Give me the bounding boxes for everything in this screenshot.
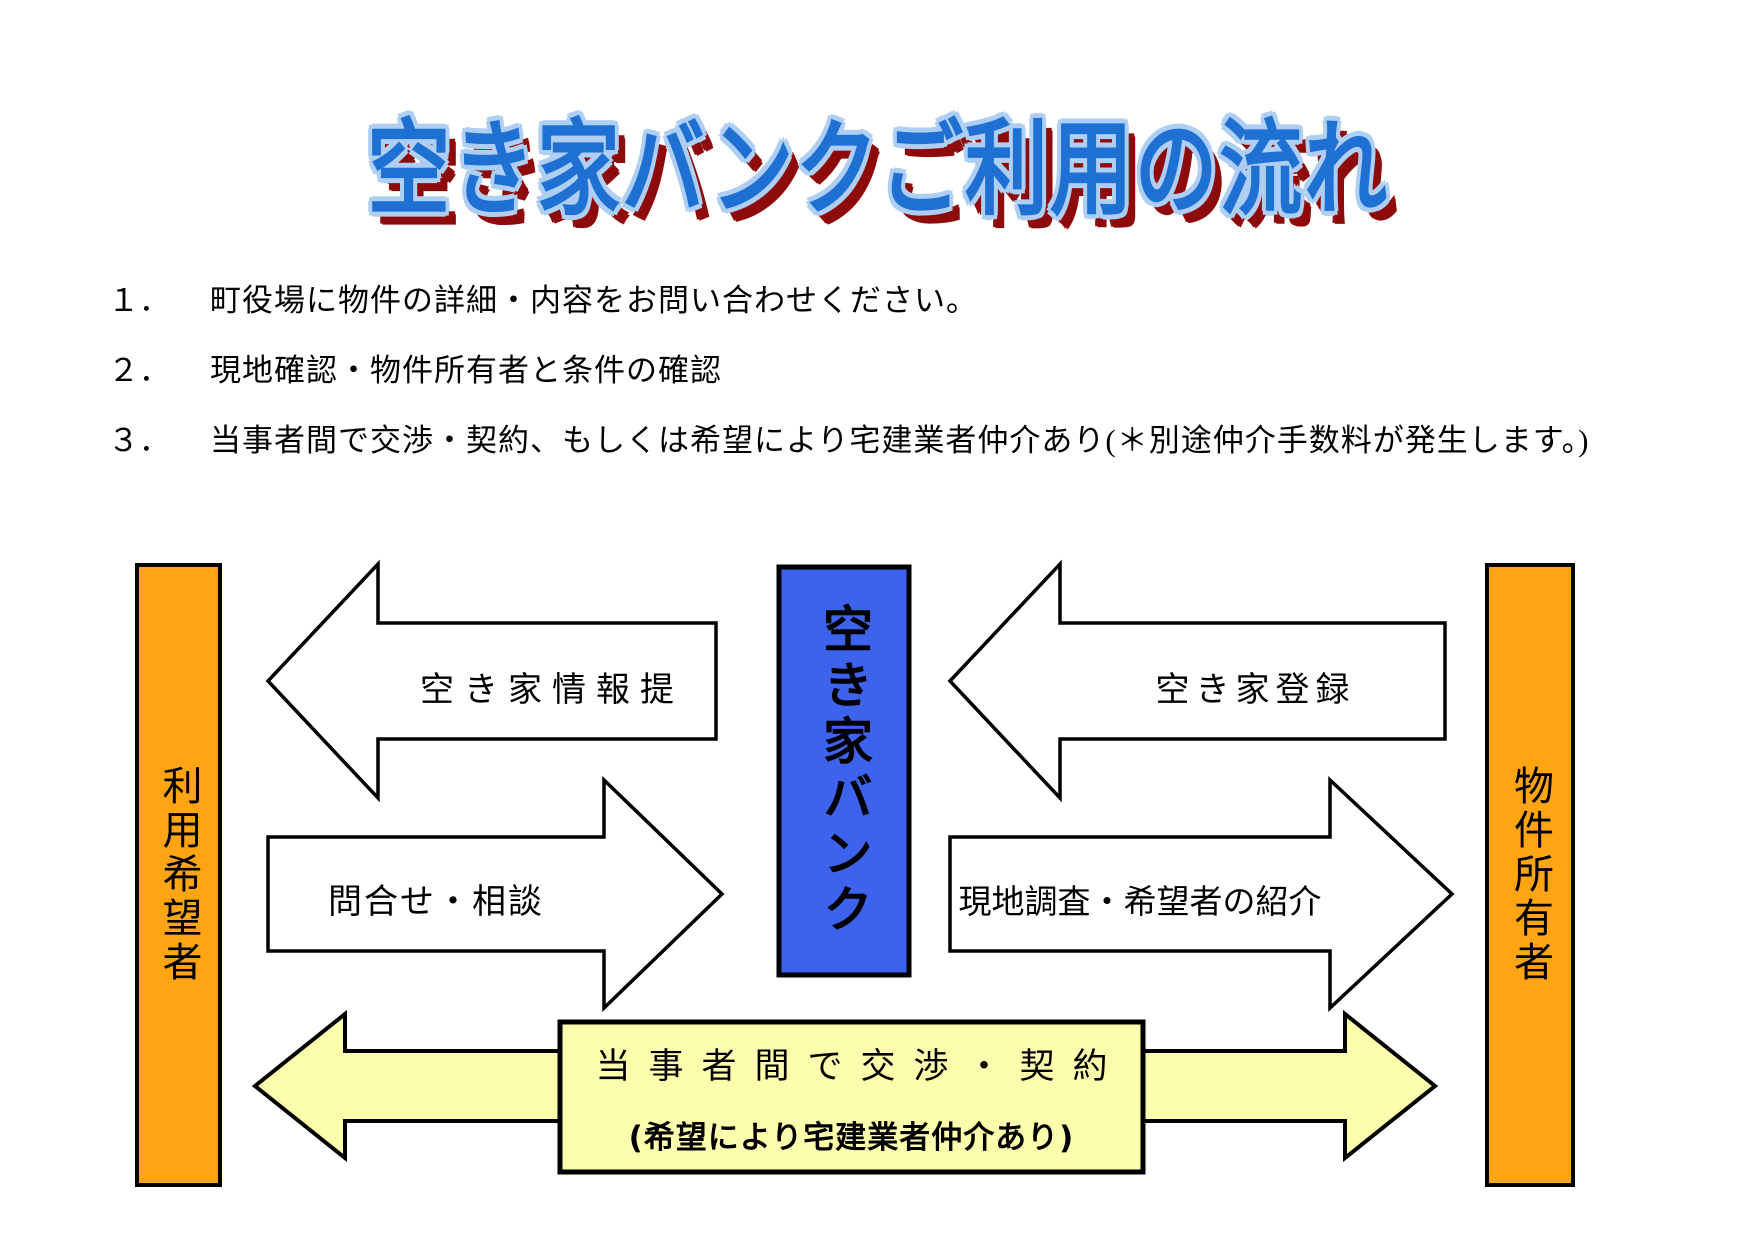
step-item-2: ２． 現地確認・物件所有者と条件の確認 (108, 336, 1589, 406)
owner-bar-shape (1485, 563, 1575, 1187)
arrow-info-left-shape (265, 559, 718, 803)
user-bar-shape (135, 563, 222, 1187)
step-text: 現地確認・物件所有者と条件の確認 (210, 353, 722, 388)
label-vacant-house-registration: 空き家登録 (1155, 672, 1356, 709)
bank-box-label: 空き家バンク (816, 603, 872, 939)
step-number: ２． (108, 353, 170, 388)
bank-box: 空き家バンク (779, 567, 909, 975)
bank-box-shape (776, 564, 912, 978)
label-site-survey-introduction: 現地調査・希望者の紹介 (958, 885, 1322, 921)
label-inquiry-consultation: 問合せ・相談 (328, 884, 544, 921)
step-item-1: １． 町役場に物件の詳細・内容をお問い合わせください。 (108, 266, 1589, 336)
steps-list: １． 町役場に物件の詳細・内容をお問い合わせください。 ２． 現地確認・物件所有… (108, 266, 1589, 476)
arrow-survey-right-shape (948, 775, 1455, 1013)
arrow-inquiry-right-shape (266, 775, 725, 1013)
page-title: 空き家バンクご利用の流れ (366, 108, 1389, 230)
negotiation-box-shape (557, 1019, 1146, 1175)
label-negotiation-contract: 当事者間で交渉・契約 (595, 1047, 1126, 1086)
arrow-register-left-shape (947, 559, 1447, 803)
step-text: 当事者間で交渉・契約、もしくは希望により宅建業者仲介あり(＊別途仲介手数料が発生… (210, 423, 1590, 458)
label-vacant-house-info: 空き家情報提 (420, 672, 684, 709)
user-bar: 利用希望者 (137, 565, 220, 1185)
step-text: 町役場に物件の詳細・内容をお問い合わせください。 (210, 283, 978, 318)
step-number: ３． (108, 423, 170, 458)
step-item-3: ３． 当事者間で交渉・契約、もしくは希望により宅建業者仲介あり(＊別途仲介手数料… (108, 406, 1589, 476)
label-negotiation-note: (希望により宅建業者仲介あり) (628, 1120, 1075, 1156)
step-number: １． (108, 283, 170, 318)
owner-bar-label: 物件所有者 (1508, 765, 1553, 985)
user-bar-label: 利用希望者 (156, 765, 202, 985)
owner-bar: 物件所有者 (1487, 565, 1573, 1185)
